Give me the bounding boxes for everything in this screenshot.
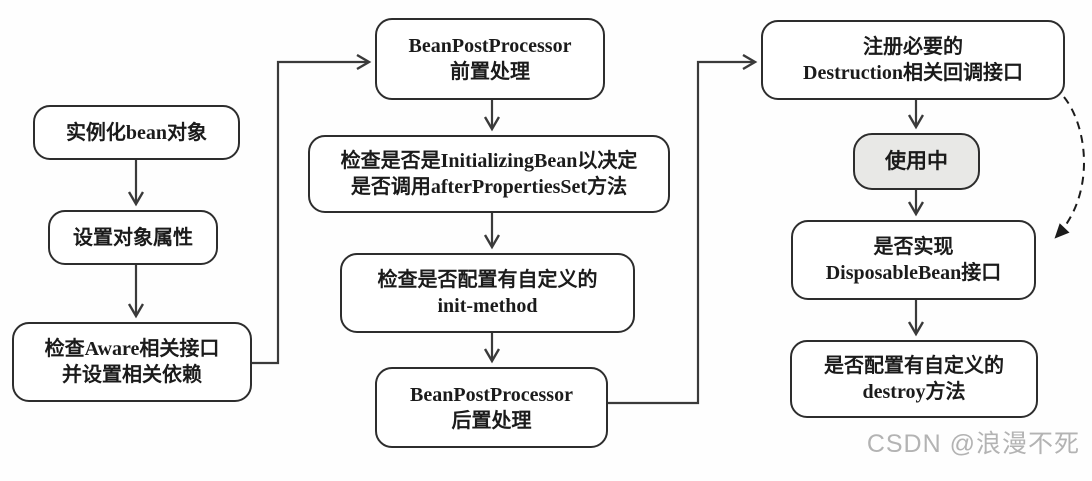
node-label: 注册必要的 [863, 36, 963, 58]
node-label: BeanPostProcessor [410, 383, 573, 406]
node-label: 并设置相关依赖 [62, 364, 202, 386]
node-beanpostprocessor-pre: BeanPostProcessor 前置处理 [375, 18, 605, 100]
connector-bpp-post-to-destruction [608, 62, 755, 405]
node-check-init-method: 检查是否配置有自定义的 init-method [340, 253, 635, 333]
node-check-destroy-method: 是否配置有自定义的 destroy方法 [790, 340, 1038, 418]
node-label: 检查是否是InitializingBean以决定 [340, 150, 638, 172]
node-label: 实例化bean对象 [65, 121, 208, 144]
node-label: 前置处理 [450, 61, 530, 83]
dashed-arc-destruction-to-disposable [1054, 96, 1085, 239]
node-label: DisposableBean接口 [825, 262, 1002, 284]
node-in-use: 使用中 [853, 133, 980, 190]
node-label: destroy方法 [862, 381, 966, 403]
node-check-aware: 检查Aware相关接口 并设置相关依赖 [12, 322, 252, 402]
node-label: init-method [437, 295, 538, 317]
node-label: 是否调用afterPropertiesSet方法 [350, 176, 628, 198]
node-label: 是否配置有自定义的 [824, 355, 1004, 377]
node-set-properties: 设置对象属性 [48, 210, 218, 265]
node-beanpostprocessor-post: BeanPostProcessor 后置处理 [375, 367, 608, 448]
node-instantiate-bean: 实例化bean对象 [33, 105, 240, 160]
node-label: 检查Aware相关接口 [44, 338, 220, 360]
node-label: 使用中 [885, 148, 948, 173]
node-label: Destruction相关回调接口 [803, 62, 1023, 84]
node-label: 后置处理 [451, 409, 532, 432]
connector-checkaware-to-bpp-pre [252, 62, 369, 365]
node-label: BeanPostProcessor [408, 35, 572, 57]
node-label: 检查是否配置有自定义的 [377, 269, 598, 291]
node-label: 是否实现 [873, 236, 954, 258]
node-label: 设置对象属性 [73, 226, 193, 249]
csdn-watermark: CSDN @浪漫不死 [866, 430, 1080, 458]
node-register-destruction: 注册必要的 Destruction相关回调接口 [761, 20, 1065, 100]
node-check-initializing-bean: 检查是否是InitializingBean以决定 是否调用afterProper… [308, 135, 670, 213]
node-check-disposable-bean: 是否实现 DisposableBean接口 [791, 220, 1036, 300]
